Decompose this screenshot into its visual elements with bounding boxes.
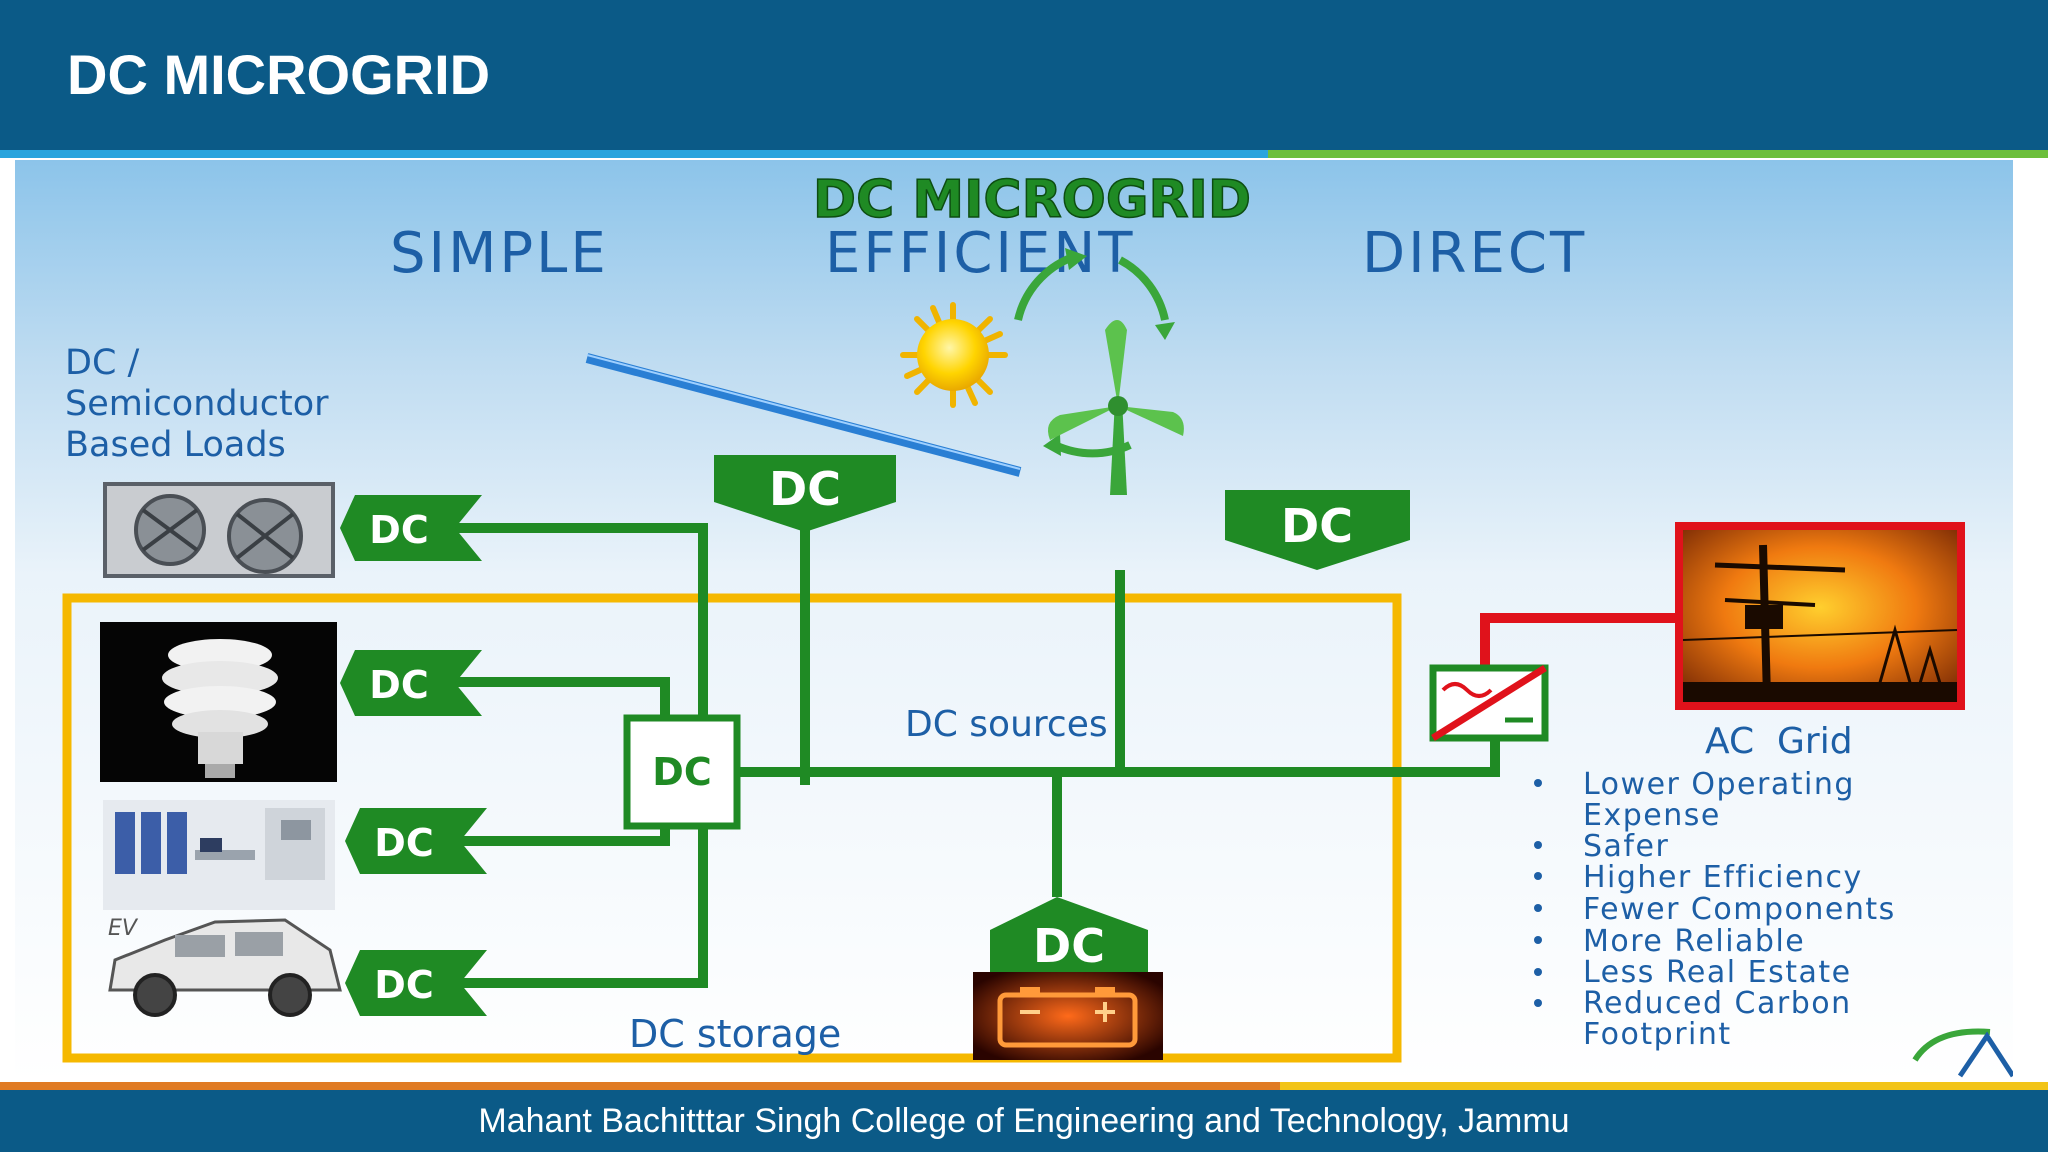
benefits-list: Lower Operating Expense Safer Higher Eff… (1534, 767, 1896, 1052)
ac-grid-image (1675, 522, 1965, 710)
accent-rule-orange (0, 1082, 1280, 1090)
load-converter-3: DC (345, 808, 487, 874)
bullet (1534, 904, 1542, 912)
bullet (1534, 936, 1542, 944)
tagline-efficient: EFFICIENT (825, 221, 1135, 286)
load-converter-1: DC (340, 495, 482, 561)
loads-label-line1: DC / (65, 343, 140, 383)
wire-load-3 (360, 825, 670, 846)
benefit-2: Safer (1583, 829, 1669, 864)
dc-microgrid-diagram: DC MICROGRID SIMPLE EFFICIENT DIRECT DC … (15, 160, 2013, 1082)
dc-storage-label: DC storage (629, 1012, 841, 1056)
solar-converter: DC (714, 455, 896, 532)
benefit-4: Fewer Components (1583, 892, 1896, 927)
benefit-5: More Reliable (1583, 924, 1805, 959)
converter-label: DC (374, 963, 433, 1007)
slide-title: DC MICROGRID (67, 43, 491, 106)
ev-label: EV (108, 916, 139, 941)
benefit-1-line2: Expense (1583, 798, 1721, 833)
benefit-3: Higher Efficiency (1583, 860, 1863, 895)
accent-rule-blue (0, 150, 1268, 158)
logo-swoosh (1912, 1028, 2013, 1078)
benefit-7-line2: Footprint (1583, 1017, 1732, 1052)
accent-rule-yellow (1280, 1082, 2048, 1090)
converter-label: DC (369, 508, 428, 552)
wire-ac-grid (1480, 613, 1675, 672)
cfl-bulb-icon (100, 622, 337, 782)
tagline-direct: DIRECT (1362, 221, 1587, 286)
battery-icon (973, 972, 1163, 1060)
tagline-simple: SIMPLE (390, 221, 609, 286)
ac-grid-label: AC Grid (1705, 721, 1853, 762)
converter-label: DC (1033, 919, 1105, 973)
wind-turbine-icon (1014, 248, 1184, 495)
loads-label-line2: Semiconductor (65, 384, 329, 424)
converter-label: DC (769, 462, 841, 516)
benefit-1-line1: Lower Operating (1583, 767, 1855, 802)
wire-load-2 (355, 677, 670, 720)
sun-icon (900, 302, 1008, 408)
electric-vehicle-icon: EV (108, 916, 342, 1017)
office-equipment-icon (103, 800, 335, 910)
solar-panel-highlight (586, 354, 1021, 470)
bullet (1534, 779, 1542, 787)
storage-converter: DC (990, 897, 1148, 973)
converter-label: DC (369, 663, 428, 707)
hvac-fan-icon (103, 482, 335, 578)
bullet (1534, 999, 1542, 1007)
load-converter-2: DC (340, 650, 482, 716)
footer-bar: Mahant Bachitttar Singh College of Engin… (0, 1090, 2048, 1152)
benefit-7-line1: Reduced Carbon (1583, 986, 1852, 1021)
converter-label: DC (374, 821, 433, 865)
bullet (1534, 841, 1542, 849)
solar-panel (585, 353, 1022, 477)
dc-sources-label: DC sources (905, 704, 1108, 745)
converter-label: DC (1281, 499, 1353, 553)
hub-label: DC (652, 750, 711, 794)
title-bar: DC MICROGRID (0, 0, 2048, 150)
dc-hub-converter: DC (623, 714, 741, 830)
bullet (1534, 872, 1542, 880)
bullet (1534, 968, 1542, 976)
load-converter-4: DC (345, 950, 487, 1016)
microgrid-boundary (62, 593, 1402, 1063)
footer-institution: Mahant Bachitttar Singh College of Engin… (478, 1102, 1570, 1140)
accent-rule-green (1268, 150, 2048, 158)
loads-label-line3: Based Loads (65, 425, 286, 465)
benefit-6: Less Real Estate (1583, 955, 1852, 990)
wind-converter: DC (1225, 490, 1410, 570)
diagram-heading: DC MICROGRID (813, 170, 1251, 230)
inverter-icon (1429, 664, 1549, 742)
